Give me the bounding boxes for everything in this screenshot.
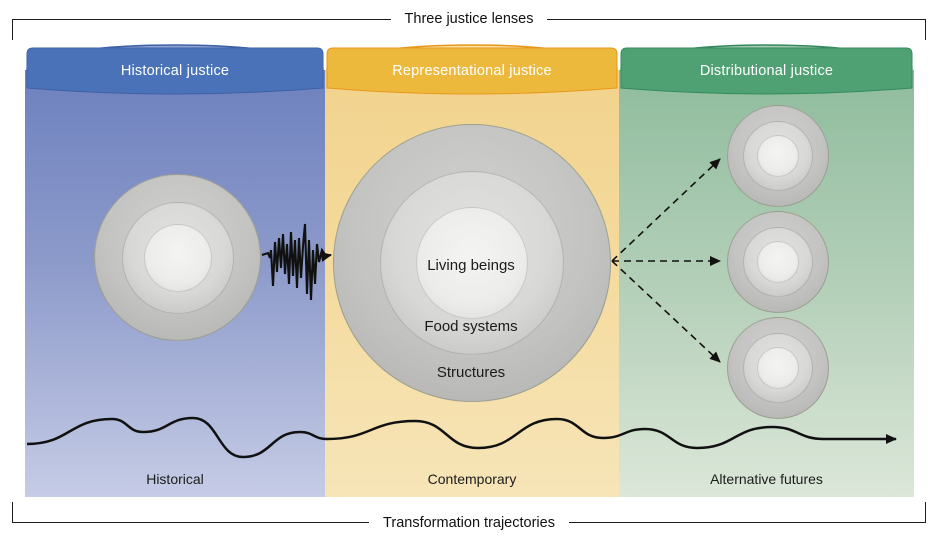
- bottom-bracket-line-left: [13, 522, 370, 523]
- label-food-systems: Food systems: [424, 318, 518, 335]
- top-bracket-tick-left: [12, 19, 13, 40]
- cylinder-representational: [326, 44, 618, 95]
- cylinder-distributional: [620, 44, 913, 95]
- figure-footer: Transformation trajectories: [383, 515, 555, 531]
- top-bracket-line-right: [547, 19, 926, 20]
- top-bracket: Three justice lenses: [12, 11, 927, 40]
- cylinder-band-distributional: [620, 47, 913, 95]
- bottom-bracket-tick-right: [925, 502, 927, 523]
- historical-sphere-middle: [122, 202, 234, 314]
- timeline-label-historical: Historical: [146, 471, 204, 487]
- column-title-distributional: Distributional justice: [699, 63, 834, 79]
- timeline-label-contemporary: Contemporary: [427, 471, 517, 487]
- label-structures: Structures: [436, 364, 506, 381]
- top-bracket-tick-right: [925, 19, 927, 40]
- label-living-beings: Living beings: [427, 257, 515, 274]
- bottom-bracket-line-right: [568, 522, 926, 523]
- timeline-label-alternative-futures: Alternative futures: [710, 471, 823, 487]
- column-title-historical: Historical justice: [120, 63, 230, 79]
- column-title-representational: Representational justice: [392, 63, 552, 79]
- cylinder-band-representational: [326, 47, 618, 95]
- historical-sphere-inner: [144, 224, 212, 292]
- figure-title: Three justice lenses: [404, 11, 534, 27]
- bottom-bracket-tick-left: [12, 502, 13, 523]
- future-sphere-2-inner: [757, 241, 799, 283]
- future-sphere-1-inner: [757, 135, 799, 177]
- cylinder-band-historical: [26, 47, 324, 95]
- bottom-bracket: Transformation trajectories: [12, 502, 927, 531]
- central-sphere-living-beings: [416, 207, 528, 319]
- future-sphere-3-inner: [757, 347, 799, 389]
- cylinder-historical: [26, 44, 324, 95]
- top-bracket-line-left: [13, 19, 391, 20]
- future-sphere-2-middle: [743, 227, 813, 297]
